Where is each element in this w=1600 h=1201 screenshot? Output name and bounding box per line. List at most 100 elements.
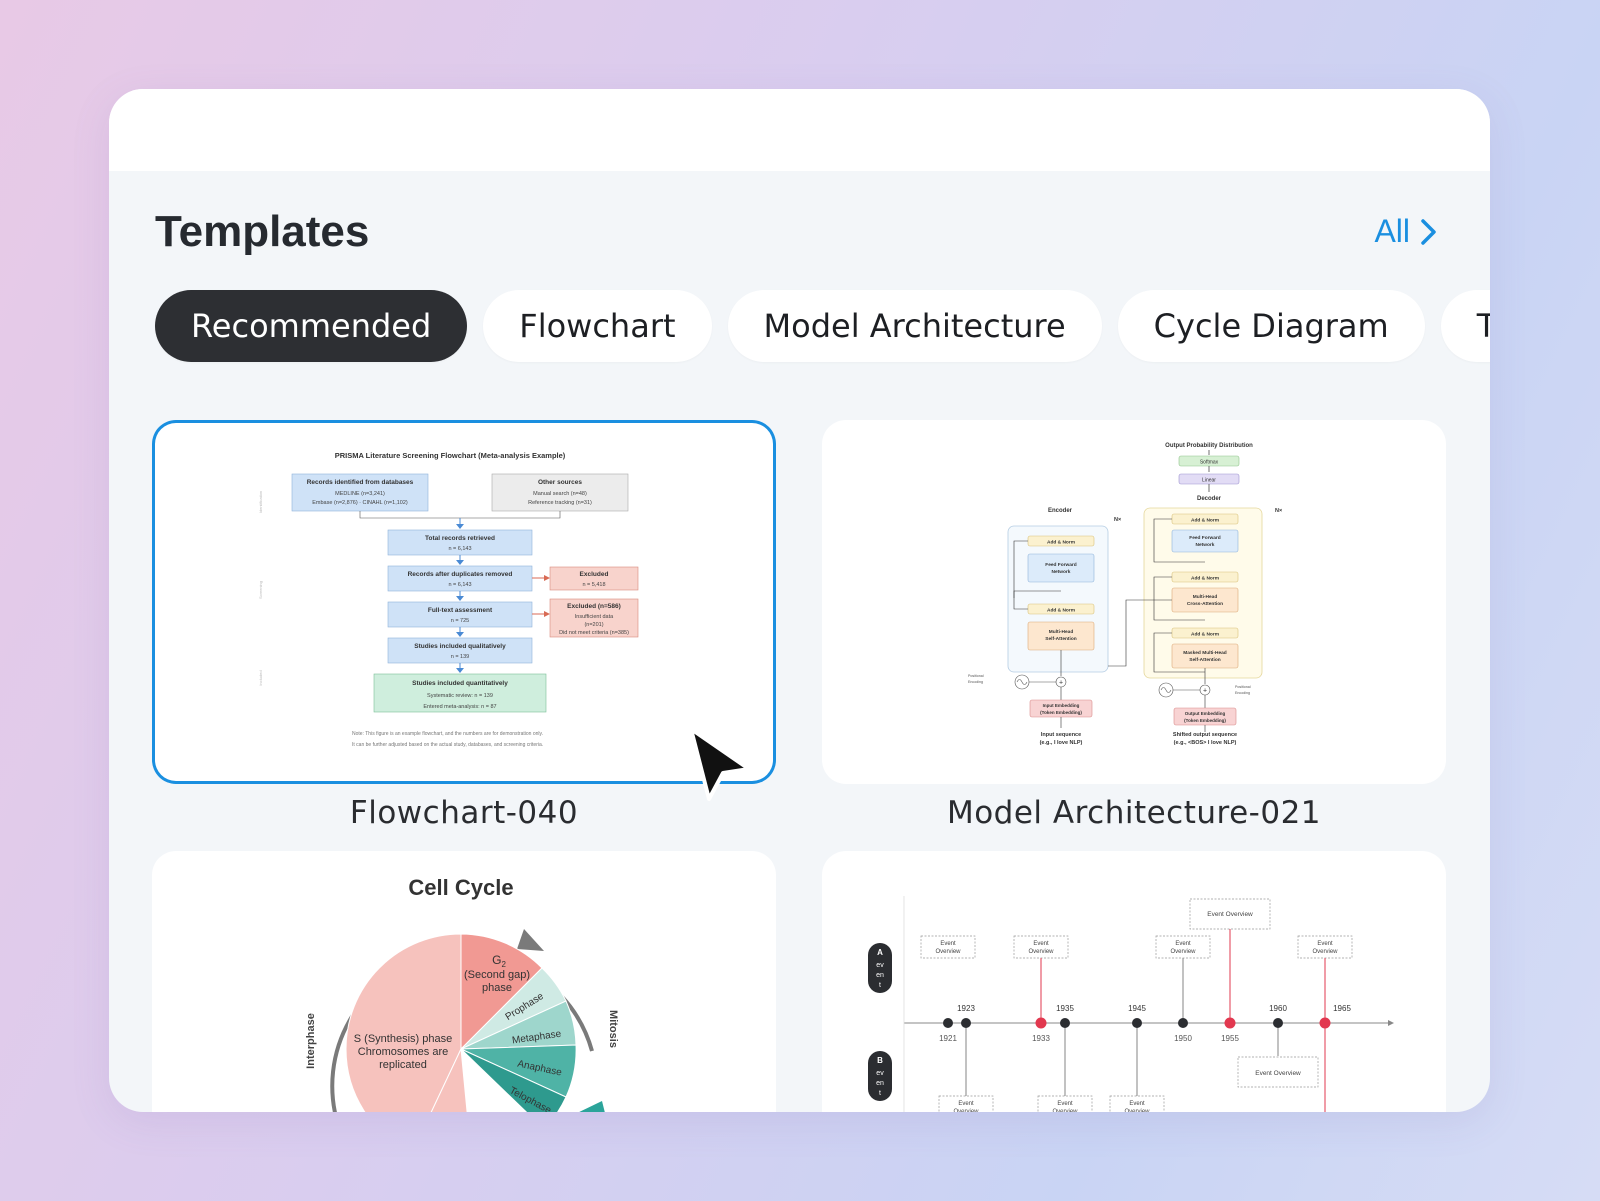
arch-enc-mha-1: Multi-Head xyxy=(1049,629,1074,635)
year-top-4: 1960 xyxy=(1269,1004,1287,1013)
lane-a-label-3: t xyxy=(879,982,881,989)
box-full-title: Full-text assessment xyxy=(428,607,493,614)
arch-enc-ffn-1: Feed Forward xyxy=(1045,562,1077,568)
tab-model-architecture[interactable]: Model Architecture xyxy=(727,290,1102,362)
year-bottom-4: 1955 xyxy=(1221,1034,1239,1043)
tab-flowchart[interactable]: Flowchart xyxy=(483,290,712,362)
year-bottom-1: 1921 xyxy=(939,1034,957,1043)
event-box-4-line1: Event xyxy=(1175,941,1191,947)
arch-output-dist: Output Probability Distribution xyxy=(1165,443,1253,449)
tab-cycle-diagram[interactable]: Cycle Diagram xyxy=(1117,290,1425,362)
arch-enc-pos-2: Encoding xyxy=(968,680,983,684)
arch-dec-addnorm-3: Add & Norm xyxy=(1191,632,1219,638)
template-card-timeline[interactable]: A ev en t B ev en t Event Overview Event… xyxy=(822,851,1446,1112)
event-box-8-line1: Event xyxy=(1057,1101,1073,1107)
mouse-cursor-icon xyxy=(689,727,751,801)
cycle-interphase: Interphase xyxy=(305,1013,317,1069)
cycle-heading: Cell Cycle xyxy=(408,875,513,900)
arch-enc-addnorm-1: Add & Norm xyxy=(1047,540,1075,546)
event-box-9-line2: Overview xyxy=(1124,1109,1150,1112)
cell-cycle-preview: Cell Cycle G2 (Second gap) phase Prophas… xyxy=(305,875,619,1112)
box-db-line1: MEDLINE (n=3,241) xyxy=(335,491,385,497)
arch-dec-masked-1: Masked Multi-Head xyxy=(1183,650,1227,656)
box-dup-n: n = 6,143 xyxy=(448,582,471,588)
event-box-2-line1: Event xyxy=(1033,941,1049,947)
year-top-1: 1923 xyxy=(957,1004,975,1013)
arch-decoder-label: Decoder xyxy=(1197,496,1222,502)
event-box-1-line2: Overview xyxy=(935,949,961,955)
chevron-right-icon xyxy=(1421,218,1436,245)
box-quant-line1: Systematic review: n = 139 xyxy=(427,693,493,699)
template-card-flowchart-040[interactable]: PRISMA Literature Screening Flowchart (M… xyxy=(152,420,776,784)
cycle-s-line2: Chromosomes are xyxy=(358,1046,448,1058)
box-excl1-title: Excluded xyxy=(580,571,609,578)
tab-timeline[interactable]: Time xyxy=(1440,290,1490,362)
event-box-4-line2: Overview xyxy=(1170,949,1196,955)
side-label-included: Included xyxy=(258,670,263,685)
arch-dec-ffn-2: Network xyxy=(1196,542,1215,548)
year-top-3: 1945 xyxy=(1128,1004,1146,1013)
timeline-preview: A ev en t B ev en t Event Overview Event… xyxy=(868,896,1394,1112)
side-label-screening: Screening xyxy=(258,581,263,599)
year-top-5: 1965 xyxy=(1333,1004,1351,1013)
box-full-n: n = 725 xyxy=(451,618,470,624)
cycle-g2-line3: phase xyxy=(482,982,512,994)
templates-panel: Templates All Recommended Flowchart Mode… xyxy=(109,89,1490,1112)
panel-top-bar xyxy=(109,89,1490,171)
arch-dec-pos-1: Positional xyxy=(1235,685,1251,689)
arch-in-seq-2: (e.g., I love NLP) xyxy=(1040,740,1083,746)
svg-text:+: + xyxy=(1203,688,1207,695)
lane-a-label-1: ev xyxy=(876,962,884,969)
lane-b-label-2: en xyxy=(876,1080,884,1087)
arch-dec-addnorm-1: Add & Norm xyxy=(1191,518,1219,524)
preview-heading: PRISMA Literature Screening Flowchart (M… xyxy=(335,451,566,460)
box-excl2-line3: Did not meet criteria (n=385) xyxy=(559,630,629,636)
arch-dec-masked-2: Self-Attention xyxy=(1189,657,1221,663)
box-excl2-line1: Insufficient data xyxy=(575,614,614,620)
arch-enc-mha-2: Self-Attention xyxy=(1045,636,1077,642)
arch-out-seq-1: Shifted output sequence xyxy=(1173,732,1237,738)
box-total-n: n = 6,143 xyxy=(448,546,471,552)
view-all-link[interactable]: All xyxy=(1374,213,1438,250)
event-box-8-line2: Overview xyxy=(1052,1109,1078,1112)
year-bottom-2: 1933 xyxy=(1032,1034,1050,1043)
tab-recommended[interactable]: Recommended xyxy=(155,290,468,362)
box-excl2-title: Excluded (n=586) xyxy=(567,603,621,610)
cycle-s-line3: replicated xyxy=(379,1059,427,1071)
arch-encoder-nx: N× xyxy=(1114,517,1121,523)
arch-out-emb-1: Output Embedding xyxy=(1185,711,1226,716)
event-box-7-line1: Event xyxy=(958,1101,974,1107)
event-box-5-line2: Overview xyxy=(1312,949,1338,955)
category-tabs: Recommended Flowchart Model Architecture… xyxy=(155,290,1490,362)
box-excl2-line2: (n=201) xyxy=(584,622,603,628)
side-label-identification: Identification xyxy=(258,491,263,513)
lane-a-label-0: A xyxy=(877,948,883,957)
lane-a-label-2: en xyxy=(876,972,884,979)
cycle-s-line1: S (Synthesis) phase xyxy=(354,1033,452,1045)
box-other-line2: Reference tracking (n=31) xyxy=(528,500,592,506)
card-caption-flowchart-040: Flowchart-040 xyxy=(349,795,579,831)
cycle-g2-line2: (Second gap) xyxy=(464,969,530,981)
box-excl1-n: n = 5,418 xyxy=(582,582,605,588)
cycle-g2: G xyxy=(492,953,501,967)
arch-dec-cross-1: Multi-Head xyxy=(1193,594,1218,600)
box-other-title: Other sources xyxy=(538,479,582,486)
preview-note-1: Note: This figure is an example flowchar… xyxy=(352,731,543,737)
template-card-cell-cycle[interactable]: Cell Cycle G2 (Second gap) phase Prophas… xyxy=(152,851,776,1112)
arch-softmax: Softmax xyxy=(1200,460,1219,466)
box-db-title: Records identified from databases xyxy=(307,479,414,486)
box-total-title: Total records retrieved xyxy=(425,535,495,542)
view-all-label: All xyxy=(1374,213,1410,249)
arch-encoder-label: Encoder xyxy=(1048,508,1073,514)
box-qual-title: Studies included qualitatively xyxy=(414,643,506,650)
svg-text:+: + xyxy=(1059,680,1063,687)
arch-decoder-nx: N× xyxy=(1275,508,1282,514)
arch-enc-pos-1: Positional xyxy=(968,674,984,678)
arch-enc-addnorm-2: Add & Norm xyxy=(1047,608,1075,614)
box-other-line1: Manual search (n=48) xyxy=(533,491,587,497)
cycle-g2-label: G2 xyxy=(492,953,506,969)
box-db-line2: Embase (n=2,876) · CINAHL (n=1,102) xyxy=(312,500,408,506)
box-quant-line2: Entered meta-analysis: n = 87 xyxy=(423,704,496,710)
template-card-model-architecture-021[interactable]: Output Probability Distribution Softmax … xyxy=(822,420,1446,784)
arch-in-emb-2: (Token Embedding) xyxy=(1040,710,1082,715)
